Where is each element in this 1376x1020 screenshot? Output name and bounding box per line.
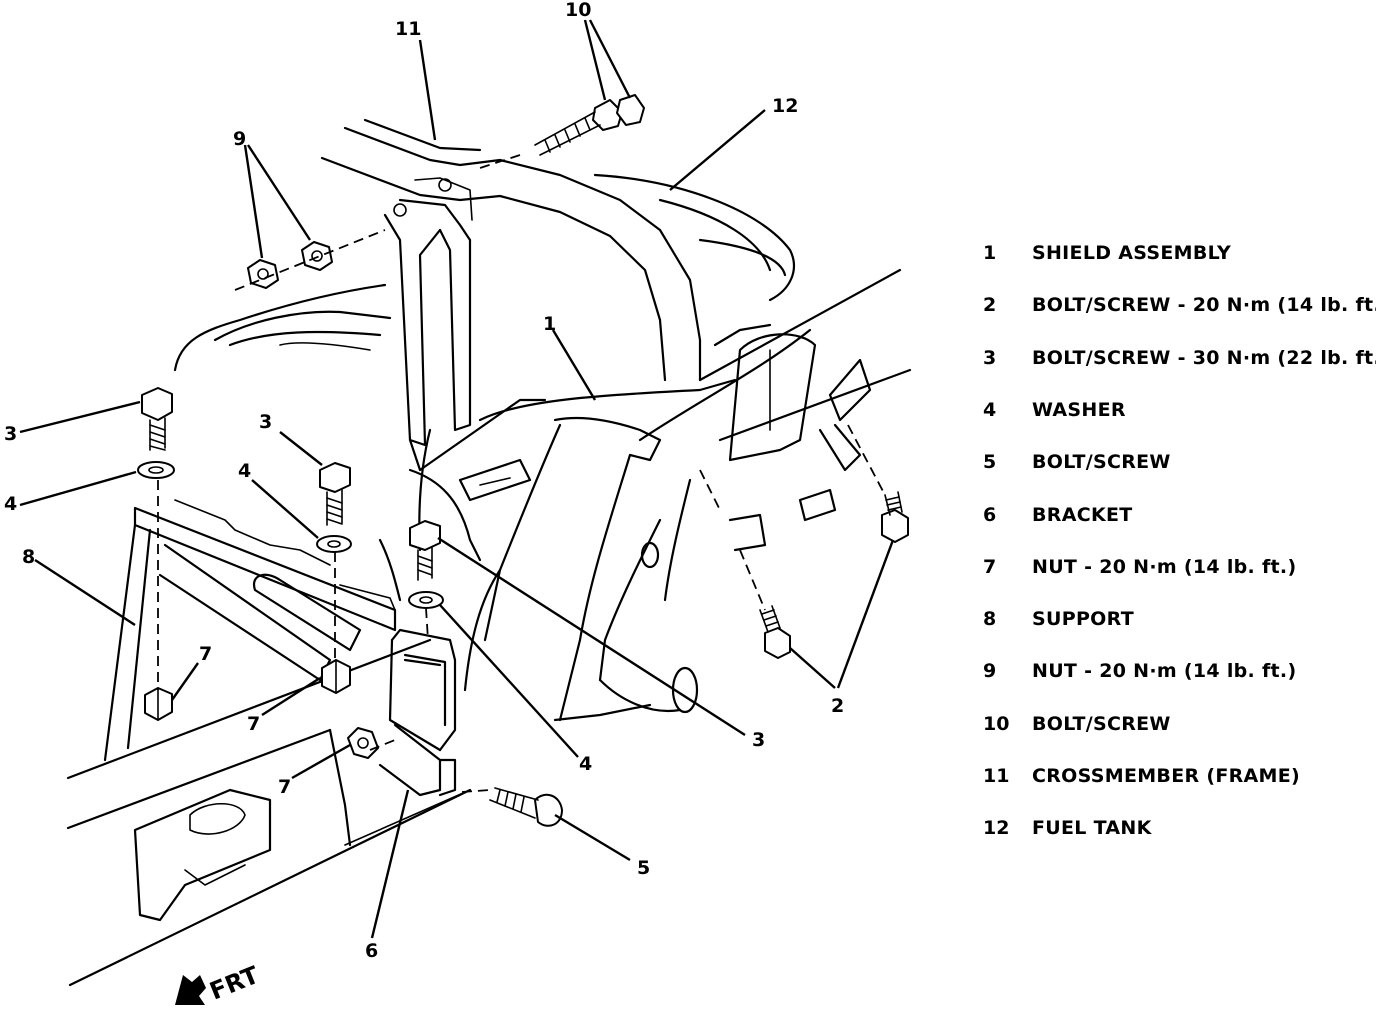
frame-rail: [66, 638, 472, 987]
legend-number: 7: [983, 556, 996, 578]
legend-label: SHIELD ASSEMBLY: [1032, 242, 1231, 264]
callout-7-bracket: 7: [278, 776, 291, 798]
legend-number: 5: [983, 451, 996, 473]
legend-number: 10: [983, 713, 1009, 735]
legend-label: BOLT/SCREW - 30 N·m (22 lb. ft.): [1032, 347, 1376, 369]
legend-label: BOLT/SCREW: [1032, 713, 1171, 735]
callout-9: 9: [233, 128, 246, 150]
callout-10: 10: [565, 0, 591, 21]
callout-3-right: 3: [752, 729, 765, 751]
parts-legend: 1 SHIELD ASSEMBLY 2 BOLT/SCREW - 20 N·m (14…: [983, 242, 1376, 839]
legend-label: FUEL TANK: [1032, 817, 1153, 839]
front-direction-indicator: FRT: [175, 961, 263, 1006]
callout-4-center: 4: [238, 460, 251, 482]
callout-8: 8: [22, 546, 35, 568]
nut-7-center: [321, 659, 351, 694]
washer-4-center: [316, 535, 352, 553]
callout-11: 11: [395, 18, 421, 40]
callout-6: 6: [365, 940, 378, 962]
bolt-2-upper: [881, 491, 909, 543]
front-label: FRT: [206, 961, 264, 1006]
bolt-3-center: [319, 462, 351, 526]
legend-label: SUPPORT: [1032, 608, 1134, 630]
nut-7-left: [144, 687, 173, 721]
legend-number: 11: [983, 765, 1009, 787]
crossmember: [320, 118, 702, 472]
callout-3-center: 3: [259, 411, 272, 433]
shield-assembly: [378, 268, 912, 722]
bracket: [378, 628, 457, 797]
callout-7-left: 7: [199, 643, 212, 665]
washer-4-left: [137, 461, 175, 479]
legend-number: 6: [983, 504, 996, 526]
legend-label: NUT - 20 N·m (14 lb. ft.): [1032, 556, 1296, 578]
bolt-3-right: [409, 520, 441, 581]
legend-label: CROSSMEMBER (FRAME): [1032, 765, 1300, 787]
callout-4-left: 4: [4, 493, 17, 515]
legend-label: BOLT/SCREW: [1032, 451, 1171, 473]
fuel-tank: [173, 173, 795, 372]
nut-9-right: [301, 241, 333, 271]
legend-label: BRACKET: [1032, 504, 1133, 526]
legend-number: 4: [983, 399, 996, 421]
bolt-5: [489, 787, 563, 827]
front-arrow-icon: [175, 975, 206, 1005]
legend-number: 9: [983, 660, 996, 682]
legend-label: NUT - 20 N·m (14 lb. ft.): [1032, 660, 1296, 682]
legend-number: 8: [983, 608, 996, 630]
callout-12: 12: [772, 95, 798, 117]
legend-number: 12: [983, 817, 1009, 839]
bolt-2-lower: [759, 605, 791, 659]
callout-1: 1: [543, 313, 556, 335]
legend-number: 2: [983, 294, 996, 316]
callouts: 11 10 12 9 1 3 4 3 4 8 7 7 7 3 4 5 6 2: [4, 0, 844, 962]
callout-4-right: 4: [579, 753, 592, 775]
bolt-10: [534, 94, 645, 156]
support: [103, 499, 397, 762]
alignment-lines: [157, 154, 886, 793]
legend-number: 3: [983, 347, 996, 369]
leader-lines: [19, 19, 895, 939]
callout-2: 2: [831, 695, 844, 717]
legend-label: BOLT/SCREW - 20 N·m (14 lb. ft.): [1032, 294, 1376, 316]
bolt-3-left: [141, 387, 173, 451]
callout-5: 5: [637, 857, 650, 879]
nut-7-bracket: [347, 727, 379, 759]
callout-7-center: 7: [247, 713, 260, 735]
legend-number: 1: [983, 242, 996, 264]
callout-3-left: 3: [4, 423, 17, 445]
legend-label: WASHER: [1032, 399, 1126, 421]
washer-4-right: [408, 591, 444, 609]
